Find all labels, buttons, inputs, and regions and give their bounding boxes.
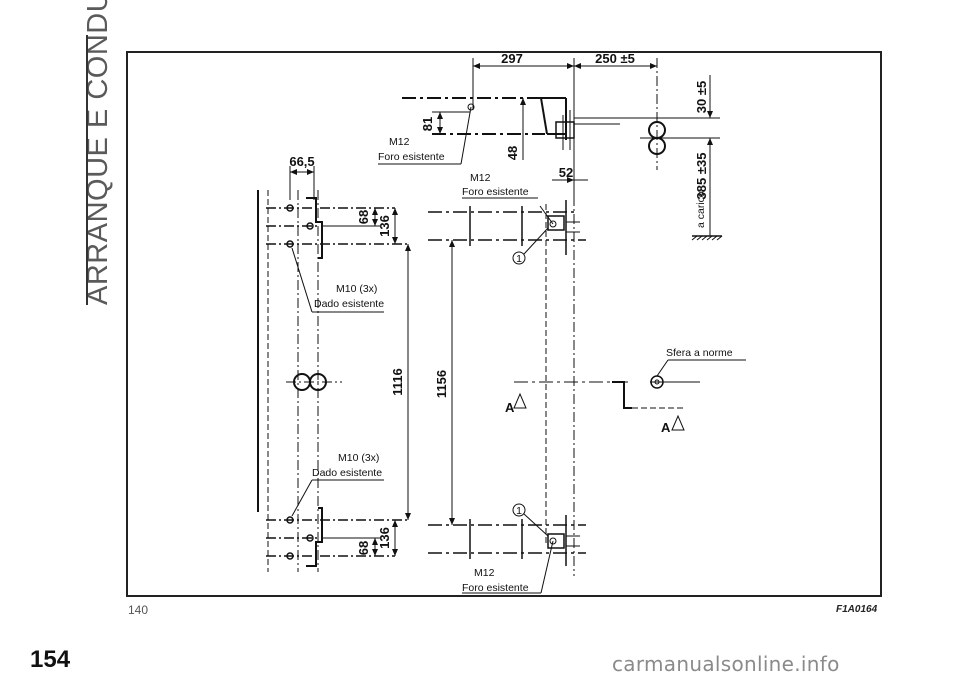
dimension-136-bot: 136: [377, 527, 392, 549]
dimension-66-5: 66,5: [289, 154, 314, 169]
sfera-label: Sfera a norme: [666, 347, 733, 359]
section-divider: [86, 35, 88, 305]
dimension-48: 48: [505, 146, 520, 160]
foro-label-bot: Foro esistente: [462, 582, 529, 594]
section-a-right: A: [661, 420, 671, 435]
m12-label-mid: M12: [470, 172, 491, 184]
page-number: 154: [30, 646, 71, 673]
figure-number: 140: [128, 603, 149, 617]
figure-code: F1A0164: [836, 604, 878, 615]
m10-label-top: M10 (3x): [336, 283, 377, 295]
dimension-136-top: 136: [377, 215, 392, 237]
dado-label-top: Dado esistente: [314, 298, 384, 310]
section-a-left: A: [505, 400, 515, 415]
dimension-1156: 1156: [434, 370, 449, 398]
dimension-385: 385 ±35: [694, 153, 709, 200]
dimension-30: 30 ±5: [694, 81, 709, 113]
figure-frame: [126, 51, 882, 597]
dimension-250: 250 ±5: [595, 51, 635, 66]
foro-label-mid: Foro esistente: [462, 186, 529, 198]
dimension-81: 81: [420, 117, 435, 131]
dimension-1116: 1116: [390, 368, 405, 396]
m12-label-bot: M12: [474, 567, 495, 579]
dado-label-bot: Dado esistente: [312, 467, 382, 479]
m10-label-bot: M10 (3x): [338, 452, 379, 464]
foro-label-top: Foro esistente: [378, 151, 445, 163]
callout-1-top: 1: [516, 253, 522, 265]
dimension-297: 297: [501, 51, 523, 66]
dimension-68-top: 68: [356, 210, 371, 224]
dimension-68-bot: 68: [356, 541, 371, 555]
dimension-52: 52: [559, 165, 573, 180]
watermark: carmanualsonline.info: [612, 652, 840, 676]
m12-label-top: M12: [389, 136, 410, 148]
callout-1-bottom: 1: [516, 505, 522, 517]
a-carico-label: a carico: [695, 191, 707, 228]
